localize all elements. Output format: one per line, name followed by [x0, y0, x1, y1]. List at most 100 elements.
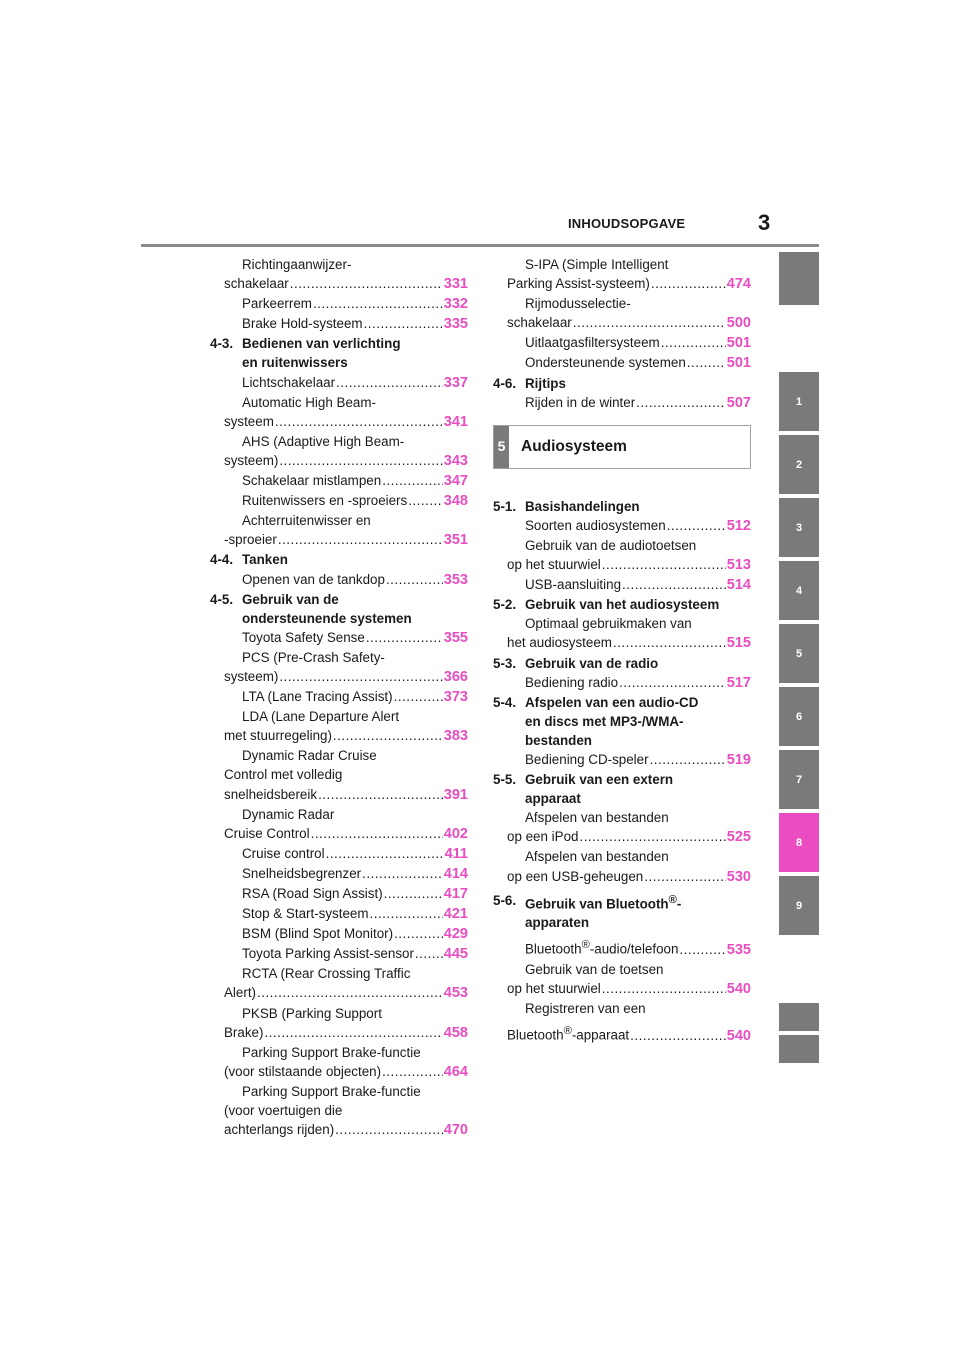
page-link[interactable]: 535	[726, 941, 751, 958]
page-link[interactable]: 402	[443, 825, 468, 842]
chapter-tab-9[interactable]: 9	[779, 876, 819, 935]
toc-entry[interactable]: BSM (Blind Spot Monitor)429	[210, 924, 468, 944]
page-link[interactable]: 501	[726, 355, 751, 372]
toc-entry[interactable]: schakelaar500	[493, 313, 751, 333]
toc-entry[interactable]: Soorten audiosystemen512	[493, 516, 751, 536]
toc-entry[interactable]: op een iPod525	[493, 827, 751, 847]
page-link[interactable]: 355	[443, 629, 468, 646]
toc-entry[interactable]: Alert)453	[210, 983, 468, 1003]
page-link[interactable]: 525	[726, 829, 751, 846]
page-link[interactable]: 514	[726, 577, 751, 594]
toc-entry[interactable]: Lichtschakelaar337	[210, 373, 468, 393]
page-link[interactable]: 366	[443, 668, 468, 685]
toc-entry[interactable]: systeem341	[210, 412, 468, 432]
toc-entry[interactable]: op het stuurwiel540	[493, 979, 751, 999]
toc-entry[interactable]: USB-aansluiting514	[493, 575, 751, 595]
toc-entry[interactable]: -sproeier351	[210, 530, 468, 550]
page-link[interactable]: 517	[726, 674, 751, 691]
page-link[interactable]: 500	[726, 315, 751, 332]
toc-entry[interactable]: op het stuurwiel513	[493, 555, 751, 575]
toc-entry[interactable]: systeem)366	[210, 667, 468, 687]
toc-entry[interactable]: Cruise Control402	[210, 824, 468, 844]
page-link[interactable]: 383	[443, 728, 468, 745]
page-link[interactable]: 515	[726, 635, 751, 652]
toc-entry[interactable]: het audiosysteem515	[493, 633, 751, 653]
page-link[interactable]: 530	[726, 868, 751, 885]
chapter-tab-4[interactable]: 4	[779, 561, 819, 620]
page-link[interactable]: 414	[443, 865, 468, 882]
page-link[interactable]: 353	[443, 571, 468, 588]
page-link[interactable]: 429	[443, 926, 468, 943]
page-link[interactable]: 391	[443, 786, 468, 803]
chapter-tab-top[interactable]	[779, 252, 819, 305]
chapter-tab-8[interactable]: 8	[779, 813, 819, 872]
toc-entry[interactable]: schakelaar331	[210, 274, 468, 294]
page-link[interactable]: 464	[443, 1063, 468, 1080]
leader-dots	[311, 824, 443, 843]
chapter-heading-box[interactable]: 5 Audiosysteem	[493, 424, 751, 469]
chapter-tab-6[interactable]: 6	[779, 687, 819, 746]
page-link[interactable]: 470	[443, 1122, 468, 1139]
toc-entry[interactable]: RSA (Road Sign Assist)417	[210, 884, 468, 904]
page-link[interactable]: 332	[443, 296, 468, 313]
page-link[interactable]: 351	[443, 532, 468, 549]
page-link[interactable]: 411	[444, 845, 468, 862]
page-link[interactable]: 519	[726, 751, 751, 768]
page-link[interactable]: 540	[726, 1027, 751, 1044]
chapter-tab-index-b[interactable]	[779, 1035, 819, 1063]
toc-entry[interactable]: Brake)458	[210, 1023, 468, 1043]
page-link[interactable]: 507	[726, 394, 751, 411]
page-link[interactable]: 347	[443, 473, 468, 490]
page-link[interactable]: 331	[443, 276, 468, 293]
toc-entry[interactable]: snelheidsbereik391	[210, 785, 468, 805]
leader-dots	[630, 1026, 726, 1045]
page-link[interactable]: 445	[443, 946, 468, 963]
toc-entry[interactable]: Ondersteunende systemen501	[493, 353, 751, 373]
page-link[interactable]: 421	[443, 906, 468, 923]
toc-entry[interactable]: Toyota Parking Assist-sensor445	[210, 944, 468, 964]
page-link[interactable]: 417	[443, 886, 468, 902]
toc-entry[interactable]: Rijden in de winter507	[493, 393, 751, 413]
toc-entry[interactable]: Uitlaatgasfiltersysteem501	[493, 333, 751, 353]
page-link[interactable]: 540	[726, 980, 751, 997]
toc-entry[interactable]: systeem)343	[210, 451, 468, 471]
toc-entry[interactable]: Bluetooth®-audio/telefoon535	[493, 936, 751, 960]
toc-entry[interactable]: Parkeerrem332	[210, 294, 468, 314]
toc-entry[interactable]: Bediening CD-speler519	[493, 750, 751, 770]
chapter-tab-5[interactable]: 5	[779, 624, 819, 683]
toc-entry[interactable]: Schakelaar mistlampen347	[210, 471, 468, 491]
chapter-tab-1[interactable]: 1	[779, 372, 819, 431]
chapter-tab-3[interactable]: 3	[779, 498, 819, 557]
toc-entry[interactable]: Brake Hold-systeem335	[210, 314, 468, 334]
page-link[interactable]: 474	[726, 276, 751, 293]
toc-entry[interactable]: Ruitenwissers en -sproeiers348	[210, 491, 468, 511]
page-link[interactable]: 458	[443, 1024, 468, 1041]
page-link[interactable]: 335	[443, 316, 468, 333]
chapter-tab-2[interactable]: 2	[779, 435, 819, 494]
page-link[interactable]: 513	[726, 557, 751, 574]
chapter-tab-7[interactable]: 7	[779, 750, 819, 809]
toc-entry[interactable]: met stuurregeling)383	[210, 726, 468, 746]
toc-entry[interactable]: op een USB-geheugen530	[493, 867, 751, 887]
page-link[interactable]: 453	[443, 985, 468, 1002]
page-link[interactable]: 343	[443, 452, 468, 469]
page-link[interactable]: 337	[443, 374, 468, 391]
toc-entry[interactable]: Stop & Start-systeem421	[210, 904, 468, 924]
toc-entry[interactable]: Openen van de tankdop353	[210, 570, 468, 590]
toc-entry[interactable]: Cruise control411	[210, 844, 468, 864]
toc-entry[interactable]: LTA (Lane Tracing Assist)373	[210, 687, 468, 707]
toc-entry[interactable]: Snelheidsbegrenzer414	[210, 864, 468, 884]
page-link[interactable]: 373	[443, 689, 468, 706]
toc-entry[interactable]: Bediening radio517	[493, 673, 751, 693]
leader-dots	[394, 924, 443, 943]
page-link[interactable]: 501	[726, 335, 751, 352]
page-link[interactable]: 341	[443, 413, 468, 430]
chapter-tab-index-a[interactable]	[779, 1003, 819, 1031]
toc-entry[interactable]: Toyota Safety Sense355	[210, 628, 468, 648]
toc-entry[interactable]: achterlangs rijden)470	[210, 1120, 468, 1140]
toc-entry[interactable]: (voor stilstaande objecten)464	[210, 1062, 468, 1082]
page-link[interactable]: 348	[443, 493, 468, 510]
page-link[interactable]: 512	[726, 517, 751, 534]
toc-entry[interactable]: Parking Assist-systeem)474	[493, 274, 751, 294]
toc-entry[interactable]: Bluetooth®-apparaat540	[493, 1022, 751, 1046]
